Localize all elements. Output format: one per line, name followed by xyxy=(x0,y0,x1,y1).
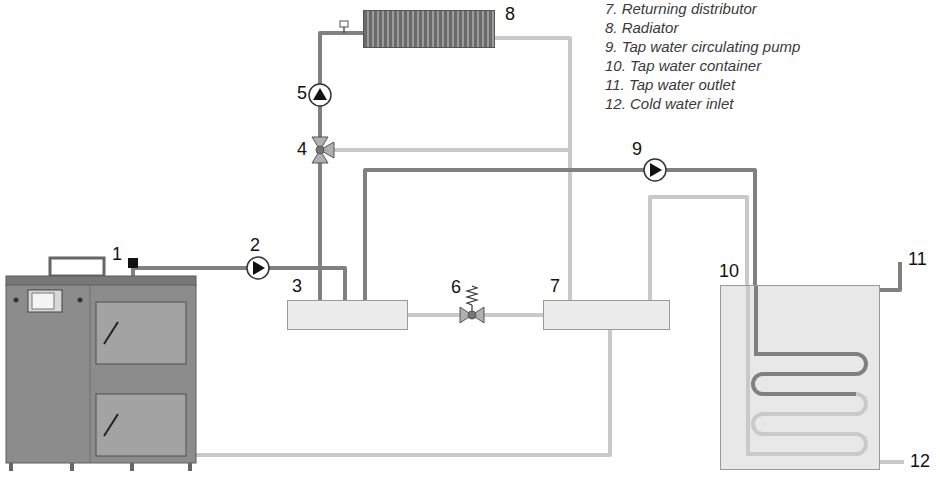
door-handle xyxy=(104,322,118,344)
coil-pipe xyxy=(753,286,866,394)
pump-body xyxy=(309,84,331,106)
boiler-foot xyxy=(188,463,192,471)
coil-pipe xyxy=(748,286,866,454)
callout-number: 1 xyxy=(112,245,122,265)
boiler xyxy=(6,258,196,471)
vent-stem xyxy=(343,27,345,33)
boiler-foot xyxy=(70,463,74,471)
boiler-foot xyxy=(9,463,13,471)
pump-arrow xyxy=(650,163,662,177)
callout-number: 5 xyxy=(297,84,307,104)
outlet-pipe xyxy=(880,262,900,290)
sensor-symbol xyxy=(128,258,138,268)
callout-number: 12 xyxy=(910,452,930,472)
pump-symbol xyxy=(644,159,666,181)
spring-symbol xyxy=(467,286,477,305)
supply-distributor: 3 xyxy=(287,300,408,330)
valve-hub xyxy=(316,146,324,154)
boiler-seam xyxy=(90,285,91,463)
boiler-handle xyxy=(50,258,104,276)
callout-number: 10 xyxy=(719,262,739,282)
control-screen xyxy=(32,293,54,309)
key-entry: 9. Tap water circulating pump xyxy=(605,39,800,56)
valve-stem xyxy=(471,305,472,311)
radiator: 8 xyxy=(363,10,495,48)
boiler-door xyxy=(96,394,186,456)
air-vent-symbol xyxy=(340,21,348,27)
callout-number: 9 xyxy=(632,140,642,160)
pump-arrow xyxy=(253,261,265,275)
pipe-connector xyxy=(320,33,363,300)
callout-number: 7 xyxy=(550,277,560,297)
boiler-knob xyxy=(14,298,19,303)
return-distributor: 7 xyxy=(543,300,670,330)
pump-arrow xyxy=(313,88,327,100)
door-handle xyxy=(104,414,118,436)
safety-valve-symbol xyxy=(460,286,484,323)
control-panel xyxy=(28,290,62,312)
key-entry: 10. Tap water container xyxy=(605,58,761,75)
key-entry: 7. Returning distributor xyxy=(605,1,757,18)
boiler-knob xyxy=(78,298,83,303)
boiler-door xyxy=(96,302,186,364)
callout-number: 2 xyxy=(250,236,260,256)
callout-number: 11 xyxy=(908,250,927,270)
boiler-body xyxy=(6,285,196,463)
tap-water-container: 10 xyxy=(720,285,880,470)
three-way-valve-symbol xyxy=(312,137,334,163)
key-entry: 11. Tap water outlet xyxy=(605,77,735,94)
callout-number: 3 xyxy=(292,277,302,297)
pump-symbol xyxy=(309,84,331,106)
inlet-pipe xyxy=(880,460,904,464)
pump-body xyxy=(644,159,666,181)
key-entry: 12. Cold water inlet xyxy=(605,96,733,113)
callout-number: 8 xyxy=(505,5,515,25)
bypass-pipe xyxy=(332,148,570,152)
callout-number: 4 xyxy=(297,140,307,160)
return-pipe xyxy=(196,330,610,455)
pump-body xyxy=(247,257,269,279)
boiler-foot xyxy=(130,463,134,471)
pump-symbol xyxy=(247,257,269,279)
coil-symbol xyxy=(721,286,878,468)
callout-number: 6 xyxy=(451,278,461,298)
pipe-connector xyxy=(365,170,755,300)
valve-hub xyxy=(468,311,476,319)
key-entry: 8. Radiator xyxy=(605,20,678,37)
